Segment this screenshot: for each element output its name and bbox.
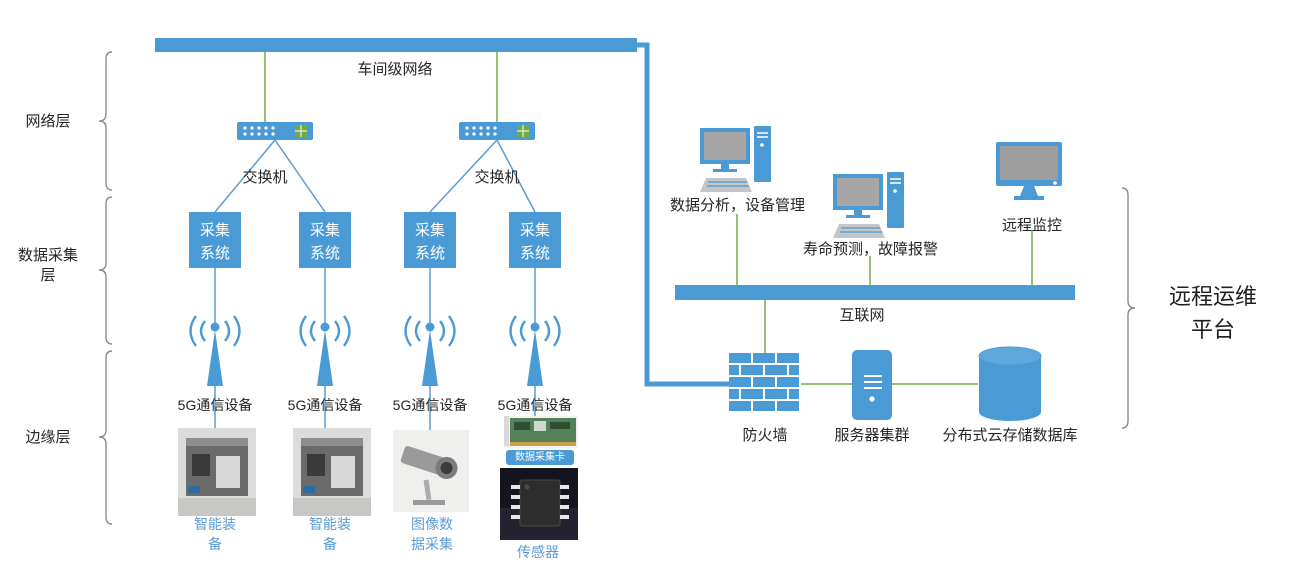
antenna-label-1: 5G通信设备 xyxy=(177,397,253,413)
edge-caption-1-line1: 智能装 xyxy=(194,516,236,532)
internet-bus xyxy=(675,285,1075,300)
remote-platform-label-line1: 远程运维 xyxy=(1168,284,1257,309)
server-cluster-icon xyxy=(852,350,892,420)
edge-caption-1-line2: 备 xyxy=(208,536,222,553)
workshop-network-label: 车间级网络 xyxy=(357,61,433,78)
remote-platform-label: 远程运维 平台 xyxy=(1145,280,1281,346)
computer-label-3: 远程监控 xyxy=(1001,217,1062,234)
acq-box-4-line2: 系统 xyxy=(519,245,550,263)
edge-caption-1: 智能装 备 xyxy=(175,514,255,555)
computer-label-1: 数据分析，设备管理 xyxy=(669,197,805,214)
camera-photo xyxy=(393,430,469,512)
daq-card-photo xyxy=(504,416,578,448)
layer-label-data-acquisition: 数据采集 层 xyxy=(4,246,92,287)
switch-label-2: 交换机 xyxy=(474,169,520,186)
acq-box-3-line2: 系统 xyxy=(414,245,445,263)
daq-card-tag: 数据采集卡 xyxy=(506,450,574,465)
switch-icon-2 xyxy=(459,122,535,140)
monitor-icon-remote xyxy=(996,142,1062,200)
antenna-label-3: 5G通信设备 xyxy=(392,397,468,413)
edge-caption-3: 图像数 据采集 xyxy=(392,514,472,555)
acquisition-system-box-1: 采集 系统 xyxy=(189,212,241,268)
antenna-icon-2 xyxy=(299,315,351,386)
sensor-chip-photo xyxy=(500,468,578,540)
firewall-label: 防火墙 xyxy=(742,427,788,444)
edge-caption-3-line1: 图像数 xyxy=(411,516,453,532)
acq-box-4-line1: 采集 xyxy=(519,222,550,239)
acq-box-3-line1: 采集 xyxy=(414,222,445,239)
desktop-computer-icon-1 xyxy=(700,126,771,192)
acquisition-system-box-2: 采集 系统 xyxy=(299,212,351,268)
antenna-label-4: 5G通信设备 xyxy=(497,397,573,413)
switch-icon-1 xyxy=(237,122,313,140)
layer-label-data-acquisition-line1: 数据采集 xyxy=(17,247,78,264)
workshop-network-bus xyxy=(155,38,637,52)
antenna-icon-1 xyxy=(189,315,241,386)
cloud-database-icon xyxy=(978,346,1042,421)
switch-label-1: 交换机 xyxy=(242,169,288,186)
desktop-computer-icon-2 xyxy=(833,172,904,238)
acq-box-1-line1: 采集 xyxy=(199,222,230,239)
edge-caption-3-line2: 据采集 xyxy=(411,536,453,553)
acquisition-system-box-4: 采集 系统 xyxy=(509,212,561,268)
edge-caption-2-line1: 智能装 xyxy=(309,516,351,532)
internet-label: 互联网 xyxy=(839,307,885,324)
server-cluster-label: 服务器集群 xyxy=(834,427,910,444)
acq-box-2-line1: 采集 xyxy=(309,222,340,239)
edge-caption-4: 传感器 xyxy=(517,544,559,560)
antenna-icon-3 xyxy=(404,315,456,386)
smart-equipment-photo-1 xyxy=(178,428,256,516)
antenna-label-2: 5G通信设备 xyxy=(287,397,363,413)
antenna-icon-4 xyxy=(509,315,561,386)
edge-caption-2: 智能装 备 xyxy=(290,514,370,555)
layer-label-edge: 边缘层 xyxy=(25,429,71,446)
acq-box-2-line2: 系统 xyxy=(309,245,340,263)
acq-box-1-line2: 系统 xyxy=(199,245,230,263)
edge-caption-2-line2: 备 xyxy=(323,536,337,553)
layer-label-data-acquisition-line2: 层 xyxy=(40,267,56,285)
acquisition-system-box-3: 采集 系统 xyxy=(404,212,456,268)
remote-platform-label-line2: 平台 xyxy=(1190,317,1235,342)
smart-equipment-photo-2 xyxy=(293,428,371,516)
firewall-icon xyxy=(729,353,799,411)
cloud-database-label: 分布式云存储数据库 xyxy=(942,427,1078,444)
layer-label-network: 网络层 xyxy=(25,113,71,130)
computer-label-2: 寿命预测，故障报警 xyxy=(802,241,938,258)
